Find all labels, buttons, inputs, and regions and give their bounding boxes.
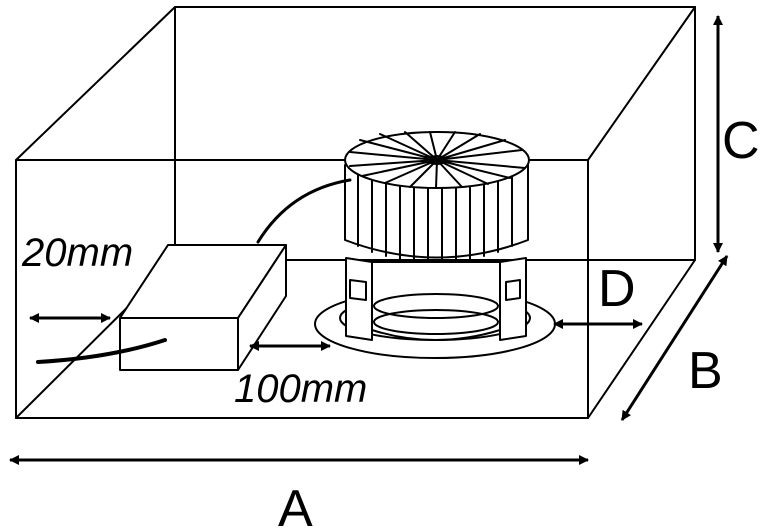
connection-cable xyxy=(256,178,352,244)
heatsink xyxy=(344,131,530,263)
mains-cable xyxy=(36,338,167,364)
led-driver-box xyxy=(36,244,287,371)
label-d: D xyxy=(598,260,636,318)
dimension-arrow-b xyxy=(620,255,729,421)
label-a: A xyxy=(278,480,313,531)
label-100mm: 100mm xyxy=(234,367,367,411)
label-20mm: 20mm xyxy=(21,231,133,275)
label-c: C xyxy=(722,112,760,170)
downlight-fixture xyxy=(256,131,556,359)
label-b: B xyxy=(688,342,723,400)
